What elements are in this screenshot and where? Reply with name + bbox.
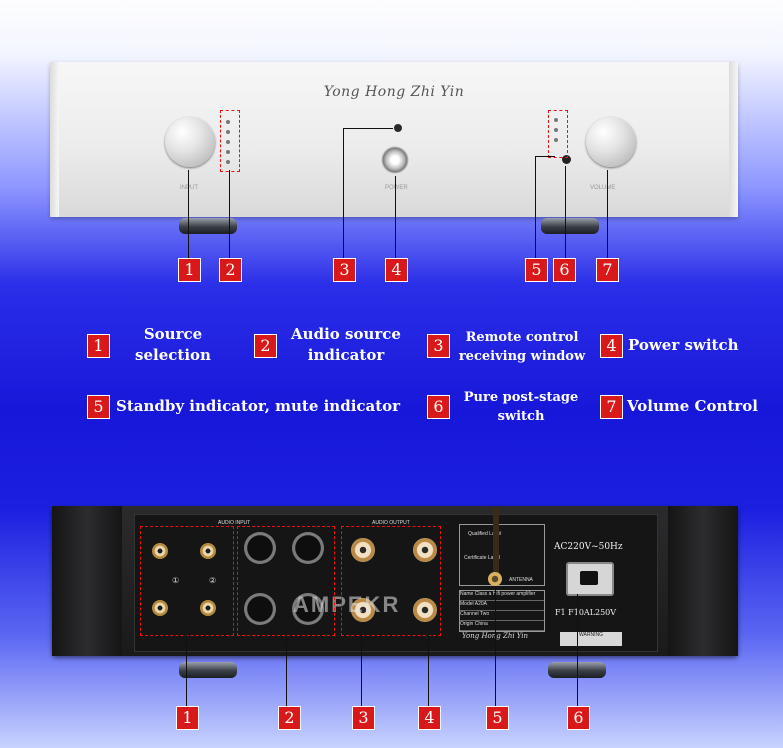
callout-back-5: 5 — [486, 706, 509, 730]
back-leader-3 — [361, 634, 362, 706]
audio-source-leds — [226, 120, 230, 170]
audio-input-label: AUDIO INPUT — [218, 520, 251, 526]
leader-7 — [607, 170, 608, 258]
callout-back-4: 4 — [418, 706, 441, 730]
leds-highlight-box — [220, 110, 240, 172]
spec-row: Name Class a Hifi power amplifier — [460, 591, 544, 601]
antenna-label: ANTENNA — [509, 577, 533, 583]
callout-front-7: 7 — [596, 258, 619, 282]
qualified-label-text: Qualified Label — [468, 531, 502, 537]
antenna-rod — [493, 508, 499, 576]
legend-text-7: Volume Control — [627, 397, 758, 415]
status-leds — [554, 118, 558, 148]
qualified-label-box: Qualified Label Certificate Label — [459, 524, 545, 586]
speaker-post-1 — [351, 538, 375, 562]
source-selection-knob — [165, 117, 215, 167]
warning-text: WARNING — [579, 632, 603, 638]
front-panel-left-edge — [50, 62, 59, 217]
leader-5 — [535, 156, 536, 258]
power-switch — [381, 146, 409, 174]
xlr-highlight-box — [237, 526, 335, 636]
back-left-heatsink — [52, 506, 122, 656]
front-panel-right-edge — [729, 62, 738, 217]
legend-text-5: Standby indicator, mute indicator — [116, 397, 401, 415]
callout-front-6: 6 — [553, 258, 576, 282]
leader-4 — [395, 176, 396, 258]
spec-row: Channel Two — [460, 611, 544, 621]
back-left-foot — [179, 662, 237, 678]
spec-row: Model A20A — [460, 601, 544, 611]
status-highlight-box — [548, 110, 568, 158]
front-brand-logo: Yong Hong Zhi Yin — [323, 84, 465, 100]
power-label: POWER — [385, 185, 408, 191]
speaker-post-2 — [413, 538, 437, 562]
rca-input-1-left — [152, 543, 168, 559]
legend-num-4: 4 — [600, 334, 623, 358]
volume-label: VOLUME — [590, 185, 616, 191]
callout-front-3: 3 — [333, 258, 356, 282]
leader-5-horizontal — [535, 156, 555, 157]
input-label: INPUT — [180, 185, 198, 191]
callout-back-3: 3 — [352, 706, 375, 730]
leader-6 — [565, 166, 566, 258]
back-leader-1 — [186, 634, 187, 706]
back-leader-4 — [428, 634, 429, 706]
front-right-foot — [541, 218, 599, 234]
legend-num-7: 7 — [600, 395, 623, 419]
callout-front-4: 4 — [385, 258, 408, 282]
legend-text-3: Remote control receiving window — [458, 330, 586, 364]
speaker-highlight-box — [341, 526, 441, 636]
back-leader-6 — [577, 594, 578, 706]
rca-highlight-box — [140, 526, 234, 636]
fuse-label: F1 F10AL250V — [555, 608, 617, 617]
warning-sticker: WARNING — [560, 632, 622, 646]
front-left-foot — [179, 218, 237, 234]
legend-num-5: 5 — [87, 395, 110, 419]
legend-num-6: 6 — [427, 395, 450, 419]
watermark: AMPEKR — [293, 592, 401, 617]
callout-front-5: 5 — [525, 258, 548, 282]
back-leader-2 — [286, 634, 287, 706]
callout-back-2: 2 — [278, 706, 301, 730]
legend-num-3: 3 — [427, 334, 450, 358]
remote-receiver-window — [394, 124, 402, 132]
voltage-label: AC220V~50Hz — [554, 542, 623, 552]
audio-output-label: AUDIO OUTPUT — [372, 520, 410, 526]
input-2-marker: ② — [209, 576, 217, 585]
rca-input-1-right — [152, 600, 168, 616]
legend-text-4: Power switch — [628, 336, 739, 354]
spec-row: Origin China — [460, 621, 544, 631]
iec-power-socket — [566, 562, 614, 596]
speaker-post-3 — [351, 598, 375, 622]
rca-input-2-left — [200, 543, 216, 559]
xlr-input-4 — [292, 593, 324, 625]
callout-front-2: 2 — [219, 258, 242, 282]
standby-indicator — [562, 155, 571, 164]
rca-input-2-right — [200, 600, 216, 616]
volume-knob — [586, 117, 636, 167]
xlr-input-2 — [292, 532, 324, 564]
callout-back-1: 1 — [176, 706, 199, 730]
callout-front-1: 1 — [178, 258, 201, 282]
leader-3 — [343, 128, 344, 258]
certificate-label-text: Certificate Label — [464, 555, 501, 561]
legend-num-1: 1 — [87, 334, 110, 358]
legend-text-1: Source selection — [135, 325, 211, 364]
callout-back-6: 6 — [567, 706, 590, 730]
back-leader-5 — [495, 586, 496, 706]
xlr-input-1 — [244, 532, 276, 564]
leader-1 — [188, 170, 189, 258]
speaker-post-4 — [413, 598, 437, 622]
input-1-marker: ① — [172, 576, 180, 585]
antenna-connector — [488, 572, 502, 586]
legend-num-2: 2 — [254, 334, 277, 358]
leader-2 — [229, 170, 230, 258]
legend-text-2: Audio source indicator — [291, 325, 401, 364]
spec-label-table: Name Class a Hifi power amplifier Model … — [459, 590, 545, 632]
xlr-input-3 — [244, 593, 276, 625]
back-right-heatsink — [668, 506, 738, 656]
leader-3-horizontal — [343, 128, 393, 129]
legend-text-6: Pure post-stage switch — [463, 390, 579, 424]
